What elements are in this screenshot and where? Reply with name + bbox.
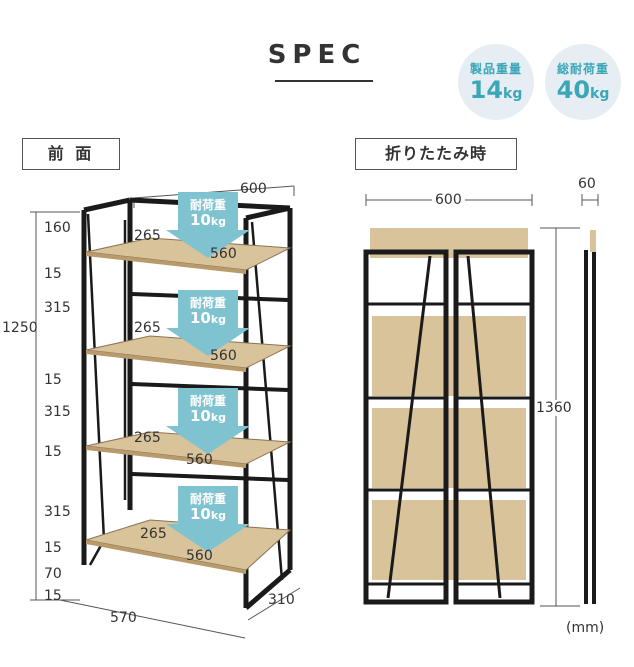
front-dim-bottom-thick: 15 xyxy=(44,588,62,604)
product-weight-value: 14kg xyxy=(469,76,523,104)
front-dim-shelf-thick-4: 15 xyxy=(44,540,62,556)
product-weight-badge: 製品重量 14kg xyxy=(458,44,534,120)
folded-width: 600 xyxy=(432,192,465,208)
shelf-width-3: 560 xyxy=(186,452,213,468)
shelf-width-2: 560 xyxy=(210,348,237,364)
shelf-depth-4: 265 xyxy=(140,526,167,542)
front-dim-gap-3: 315 xyxy=(44,504,71,520)
front-dim-shelf-thick-1: 15 xyxy=(44,266,62,282)
front-depth-bottom: 310 xyxy=(268,592,295,608)
folded-thickness: 60 xyxy=(578,176,596,192)
front-dim-shelf-thick-2: 15 xyxy=(44,372,62,388)
load-arrows xyxy=(166,192,250,552)
front-dim-gap-1: 315 xyxy=(44,300,71,316)
unit-note: (mm) xyxy=(566,620,605,636)
folded-dimension-lines xyxy=(365,194,599,607)
total-load-badge: 総耐荷重 40kg xyxy=(545,44,621,120)
product-weight-label: 製品重量 xyxy=(469,62,522,76)
page-title: SPEC xyxy=(267,40,367,70)
front-dim-shelf-thick-3: 15 xyxy=(44,444,62,460)
folded-side-view xyxy=(584,250,596,604)
total-load-label: 総耐荷重 xyxy=(556,62,609,76)
front-dim-gap-2: 315 xyxy=(44,404,71,420)
shelf-depth-3: 265 xyxy=(134,430,161,446)
folded-view-label: 折りたたみ時 xyxy=(355,138,517,170)
folded-side-board xyxy=(590,230,596,252)
front-height-total: 1250 xyxy=(2,320,38,336)
front-width-bottom: 570 xyxy=(110,610,137,626)
folded-height: 1360 xyxy=(536,400,572,416)
front-dim-bottom-gap: 70 xyxy=(44,566,62,582)
front-width-top: 600 xyxy=(240,181,267,197)
shelves xyxy=(85,237,292,574)
total-load-value: 40kg xyxy=(556,76,610,104)
shelf-depth-1: 265 xyxy=(134,228,161,244)
shelf-width-4: 560 xyxy=(186,548,213,564)
title-underline xyxy=(275,80,373,82)
folded-frame xyxy=(363,249,535,605)
folded-rails xyxy=(366,255,532,599)
folded-shelf-boards xyxy=(370,228,528,580)
shelf-width-1: 560 xyxy=(210,246,237,262)
front-dim-top-gap: 160 xyxy=(44,220,71,236)
shelf-depth-2: 265 xyxy=(134,320,161,336)
front-view-label: 前 面 xyxy=(22,138,120,170)
